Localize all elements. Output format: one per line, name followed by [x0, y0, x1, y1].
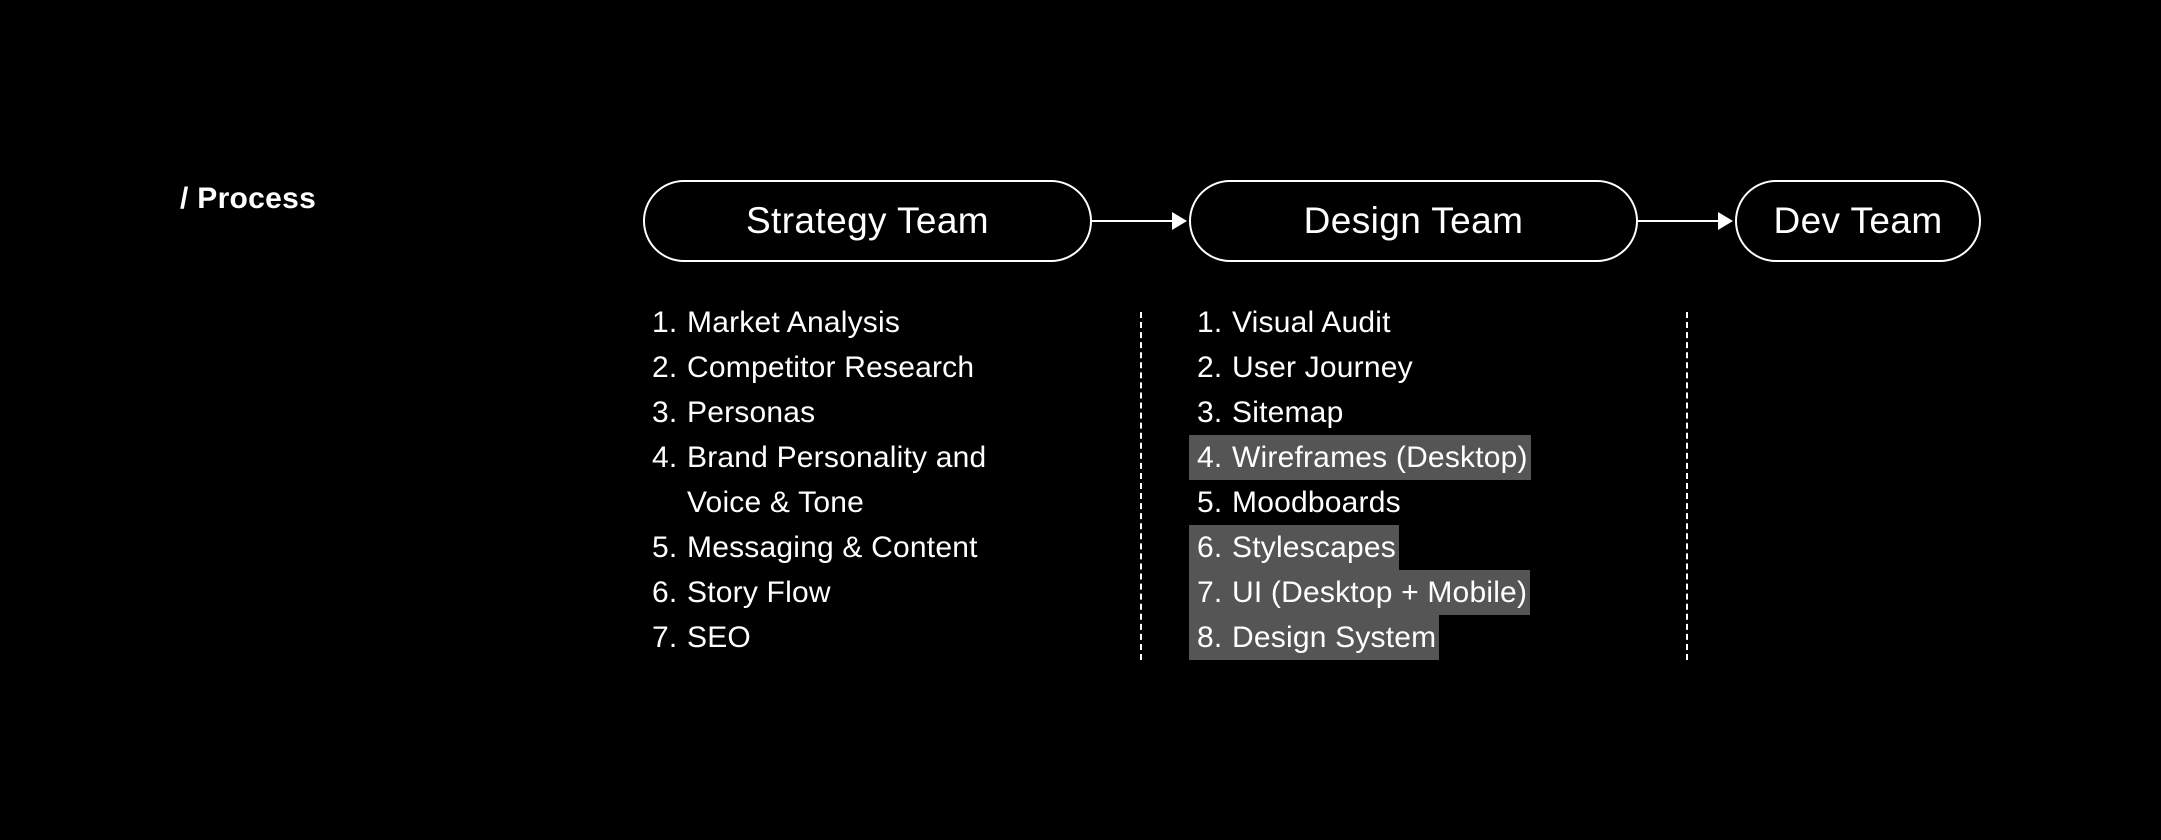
item-row: 5. Messaging & Content [652, 525, 981, 570]
item-number: 7. [1197, 576, 1223, 609]
item-text: Wireframes (Desktop) [1232, 441, 1528, 474]
item-number: 3. [1197, 396, 1223, 429]
item-number: 4. [1197, 441, 1223, 474]
item-number: 5. [1197, 486, 1223, 519]
list-item: 5. Messaging & Content [652, 525, 989, 570]
list-item: 2. Competitor Research [652, 345, 989, 390]
item-number: 1. [1197, 306, 1223, 339]
list-item: 6. Story Flow [652, 570, 989, 615]
item-text: Sitemap [1232, 396, 1344, 429]
list-item: 5. Moodboards [1189, 480, 1531, 525]
item-number: 4. [652, 441, 678, 474]
item-text: User Journey [1232, 351, 1413, 384]
item-number: 7. [652, 621, 678, 654]
highlighted-item: 6. Stylescapes [1189, 525, 1399, 570]
item-text: SEO [687, 621, 751, 654]
item-row: 1. Visual Audit [1189, 300, 1394, 345]
list-item: 1. Market Analysis [652, 300, 989, 345]
highlighted-item: 8. Design System [1189, 615, 1440, 660]
list-item: 3. Personas [652, 390, 989, 435]
item-text: Competitor Research [687, 351, 975, 384]
arrow-design-to-dev [1638, 212, 1733, 230]
list-item: 6. Stylescapes [1189, 525, 1531, 570]
item-text: UI (Desktop + Mobile) [1232, 576, 1528, 609]
list-item: 3. Sitemap [1189, 390, 1531, 435]
strategy-task-list: 1. Market Analysis 2. Competitor Research 3.… [652, 300, 989, 660]
arrow-strategy-to-design [1092, 212, 1187, 230]
item-number: 5. [652, 531, 678, 564]
item-number: 2. [652, 351, 678, 384]
item-row: 3. Sitemap [1189, 390, 1346, 435]
list-item: 1. Visual Audit [1189, 300, 1531, 345]
item-row: 4. Brand Personality and Voice & Tone [652, 435, 989, 525]
divider-strategy-design [1140, 312, 1142, 660]
item-number: 1. [652, 306, 678, 339]
item-text: Moodboards [1232, 486, 1401, 519]
dev-team-node: Dev Team [1735, 180, 1981, 262]
item-row: 1. Market Analysis [652, 300, 903, 345]
item-row: 6. Story Flow [652, 570, 834, 615]
highlighted-item: 4. Wireframes (Desktop) [1189, 435, 1531, 480]
item-row: 7. SEO [652, 615, 754, 660]
design-team-node: Design Team [1189, 180, 1638, 262]
item-text: Personas [687, 396, 816, 429]
divider-design-dev [1686, 312, 1688, 660]
list-item: 7. SEO [652, 615, 989, 660]
item-text: Messaging & Content [687, 531, 978, 564]
item-text: Visual Audit [1232, 306, 1391, 339]
item-number: 2. [1197, 351, 1223, 384]
item-text: Design System [1232, 621, 1437, 654]
item-text: Brand Personality and Voice & Tone [687, 441, 987, 519]
highlighted-item: 7. UI (Desktop + Mobile) [1189, 570, 1531, 615]
item-row: 2. User Journey [1189, 345, 1416, 390]
list-item: 4. Wireframes (Desktop) [1189, 435, 1531, 480]
item-row: 5. Moodboards [1189, 480, 1404, 525]
item-number: 6. [652, 576, 678, 609]
item-text: Story Flow [687, 576, 831, 609]
list-item: 4. Brand Personality and Voice & Tone [652, 435, 989, 525]
item-row: 2. Competitor Research [652, 345, 977, 390]
design-task-list: 1. Visual Audit 2. User Journey 3. Sitemap 4. W… [1189, 300, 1531, 660]
list-item: 8. Design System [1189, 615, 1531, 660]
list-item: 2. User Journey [1189, 345, 1531, 390]
strategy-team-node: Strategy Team [643, 180, 1092, 262]
item-number: 8. [1197, 621, 1223, 654]
item-number: 6. [1197, 531, 1223, 564]
item-text: Market Analysis [687, 306, 901, 339]
item-number: 3. [652, 396, 678, 429]
list-item: 7. UI (Desktop + Mobile) [1189, 570, 1531, 615]
item-text: Stylescapes [1232, 531, 1396, 564]
item-row: 3. Personas [652, 390, 818, 435]
section-label: / Process [180, 182, 317, 215]
